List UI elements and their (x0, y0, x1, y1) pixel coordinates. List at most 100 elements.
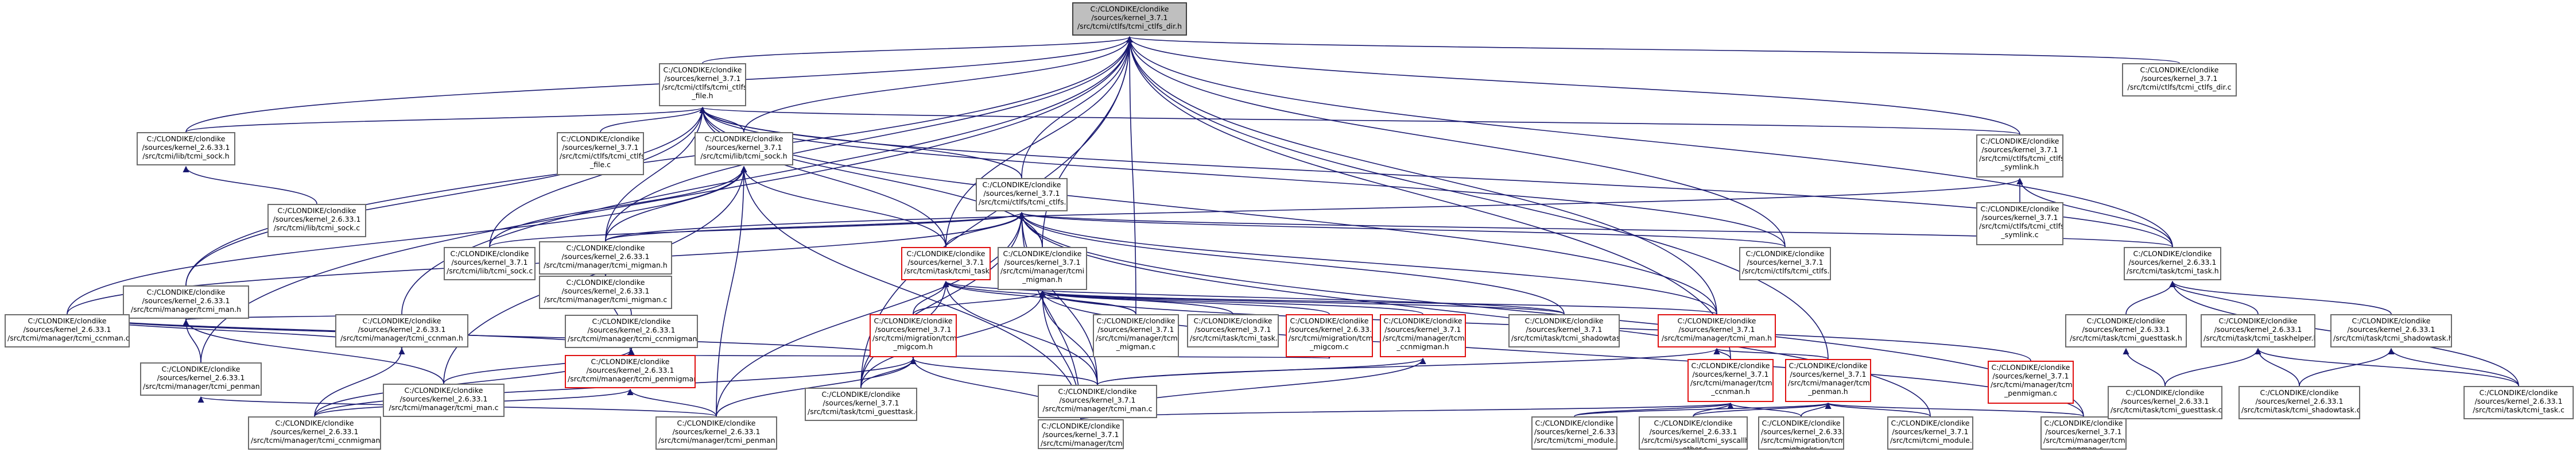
file-node-label-line: C:/CLONDIKE/clondike (1789, 361, 1868, 370)
file-node-ccnman-h-37[interactable]: C:/CLONDIKE/clondike/sources/kernel_3.7.… (1687, 359, 1774, 402)
file-node-label-line: /sources/kernel_2.6.33.1 (1761, 427, 1844, 436)
file-node-ccnmigman-h-37[interactable]: C:/CLONDIKE/clondike/sources/kernel_3.7.… (1380, 314, 1466, 357)
file-node-task-h-26[interactable]: C:/CLONDIKE/clondike/sources/kernel_2.6.… (2124, 247, 2221, 280)
file-node-label-line: /sources/kernel_3.7.1 (1384, 325, 1461, 334)
include-edge (2299, 347, 2395, 387)
file-node-man-c-26[interactable]: C:/CLONDIKE/clondike/sources/kernel_2.6.… (383, 384, 505, 417)
file-node-label-line: /sources/kernel_3.7.1 (1981, 145, 2058, 154)
include-edge (1039, 290, 1717, 315)
file-node-label-line: C:/CLONDIKE/clondike (404, 386, 483, 395)
file-node-label-line: C:/CLONDIKE/clondike (1290, 316, 1369, 325)
file-node-penmigman-c-37[interactable]: C:/CLONDIKE/clondike/sources/kernel_3.7.… (1988, 361, 2074, 404)
include-edge (740, 165, 946, 248)
include-edge (2169, 280, 2259, 315)
file-node-ccnman-h-26[interactable]: C:/CLONDIKE/clondike/sources/kernel_2.6.… (335, 314, 468, 347)
file-node-ccnmigman-h-26[interactable]: C:/CLONDIKE/clondike/sources/kernel_2.6.… (565, 315, 698, 348)
file-node-label-line: /sources/kernel_3.7.1 (1892, 427, 1969, 436)
file-node-lib-sock-h-37[interactable]: C:/CLONDIKE/clondike/sources/kernel_3.7.… (695, 132, 793, 165)
file-node-module-c-26[interactable]: C:/CLONDIKE/clondike/sources/kernel_2.6.… (1531, 416, 1617, 450)
file-node-penmigman-h-26[interactable]: C:/CLONDIKE/clondike/sources/kernel_2.6.… (565, 355, 696, 388)
file-node-shadowtask-c-26[interactable]: C:/CLONDIKE/clondike/sources/kernel_2.6.… (2239, 386, 2360, 419)
include-edge (2164, 347, 2261, 387)
file-node-task-c-37[interactable]: C:/CLONDIKE/clondike/sources/kernel_3.7.… (1187, 314, 1279, 347)
include-edge (910, 357, 1098, 385)
file-node-syscall-other-c-26[interactable]: C:/CLONDIKE/clondike/sources/kernel_2.6.… (1639, 416, 1748, 450)
file-node-lib-sock-c-37[interactable]: C:/CLONDIKE/clondike/sources/kernel_3.7.… (444, 247, 536, 280)
file-node-label-line: _symlink.c (2001, 230, 2039, 239)
file-node-label-line: C:/CLONDIKE/clondike (2140, 65, 2219, 74)
file-node-man-h-26[interactable]: C:/CLONDIKE/clondike/sources/kernel_2.6.… (123, 285, 249, 319)
include-edge (2255, 347, 2519, 387)
file-node-shadowtask-h-26[interactable]: C:/CLONDIKE/clondike/sources/kernel_2.6.… (2330, 314, 2452, 347)
file-node-guesttask-c-26[interactable]: C:/CLONDIKE/clondike/sources/kernel_2.6.… (2108, 386, 2222, 419)
include-edge (627, 388, 717, 417)
file-node-penman-c-26[interactable]: C:/CLONDIKE/clondike/sources/kernel_2.6.… (655, 416, 777, 450)
file-node-label-line: C:/CLONDIKE/clondike (2479, 388, 2558, 397)
file-node-label-line: C:/CLONDIKE/clondike (1691, 361, 1770, 370)
file-node-ctlfs-dir-c[interactable]: C:/CLONDIKE/clondike/sources/kernel_3.7.… (2122, 63, 2237, 96)
file-node-man-c-37[interactable]: C:/CLONDIKE/clondike/sources/kernel_3.7.… (1038, 385, 1157, 418)
file-node-label-line: _file.h (692, 91, 713, 100)
file-node-task-c-26[interactable]: C:/CLONDIKE/clondike/sources/kernel_2.6.… (2464, 386, 2574, 419)
file-node-taskhelper-h-26[interactable]: C:/CLONDIKE/clondike/sources/kernel_2.6.… (2201, 314, 2315, 347)
file-node-mighooks-c-26[interactable]: C:/CLONDIKE/clondike/sources/kernel_2.6.… (1758, 416, 1844, 450)
file-node-migman-h-37[interactable]: C:/CLONDIKE/clondike/sources/kernel_3.7.… (998, 247, 1087, 290)
file-node-label-line: C:/CLONDIKE/clondike (663, 65, 742, 74)
file-node-label-line: /src/tcmi/task/tcmi_task.c (2473, 405, 2565, 414)
include-edge (1039, 290, 1098, 385)
file-node-shadowtask-c-37[interactable]: C:/CLONDIKE/clondike/sources/kernel_3.7.… (1508, 314, 1620, 347)
file-node-label-line: /sources/kernel_2.6.33.1 (672, 427, 761, 436)
include-edge (1039, 290, 1423, 315)
file-node-root[interactable]: C:/CLONDIKE/clondike/sources/kernel_3.7.… (1072, 2, 1187, 36)
file-node-label-line: /src/tcmi/task/tcmi_guesttask.c (2111, 405, 2222, 414)
file-node-guesttask-c-37[interactable]: C:/CLONDIKE/clondike/sources/kernel_3.7.… (805, 388, 917, 421)
file-node-symlink-c[interactable]: C:/CLONDIKE/clondike/sources/kernel_3.7.… (1976, 202, 2063, 245)
file-node-lib-sock-h-26[interactable]: C:/CLONDIKE/clondike/sources/kernel_2.6.… (137, 132, 235, 165)
file-node-ccnman-c-37[interactable]: C:/CLONDIKE/clondike/sources/kernel_3.7.… (1038, 419, 1124, 449)
file-node-migcom-c-26[interactable]: C:/CLONDIKE/clondike/sources/kernel_2.6.… (1286, 314, 1373, 357)
file-node-ctlfs-file-c[interactable]: C:/CLONDIKE/clondike/sources/kernel_3.7.… (557, 132, 644, 175)
file-node-penman-h-37[interactable]: C:/CLONDIKE/clondike/sources/kernel_3.7.… (1785, 359, 1871, 402)
include-edge (1713, 347, 1829, 360)
edge-layer (67, 36, 2519, 420)
file-node-label-line: /sources/kernel_2.6.33.1 (587, 326, 676, 334)
include-edge (2169, 280, 2392, 315)
file-node-label-line: /src/tcmi/lib/tcmi_sock.h (700, 152, 787, 160)
file-node-lib-sock-c-26[interactable]: C:/CLONDIKE/clondike/sources/kernel_2.6.… (267, 204, 366, 237)
file-node-migman-h-26[interactable]: C:/CLONDIKE/clondike/sources/kernel_2.6.… (539, 241, 672, 275)
include-edge (1018, 211, 1717, 315)
file-node-ccnman-c-26[interactable]: C:/CLONDIKE/clondike/sources/kernel_2.6.… (5, 314, 130, 347)
include-edge (1727, 402, 1802, 417)
file-node-migman-c-26[interactable]: C:/CLONDIKE/clondike/sources/kernel_2.6.… (539, 276, 672, 309)
file-node-migman-c-37[interactable]: C:/CLONDIKE/clondike/sources/kernel_3.7.… (1093, 314, 1179, 357)
file-node-guesttask-h-26[interactable]: C:/CLONDIKE/clondike/sources/kernel_2.6.… (2065, 314, 2187, 347)
file-node-task-h-37[interactable]: C:/CLONDIKE/clondike/sources/kernel_3.7.… (901, 247, 991, 280)
include-edge (942, 280, 1098, 385)
file-node-label-line: /src/tcmi/manager/tcmi_ccnmigman.h (568, 334, 698, 343)
include-edge (600, 106, 706, 133)
file-node-label-line: /src/tcmi/ctlfs/tcmi_ctlfs (560, 152, 644, 160)
file-node-man-h-37[interactable]: C:/CLONDIKE/clondike/sources/kernel_3.7.… (1658, 314, 1776, 347)
file-node-label-line: /src/tcmi/tcmi_module.c (1890, 436, 1973, 445)
file-node-penman-c-37[interactable]: C:/CLONDIKE/clondike/sources/kernel_3.7.… (2040, 416, 2127, 450)
file-node-module-c-37[interactable]: C:/CLONDIKE/clondike/sources/kernel_3.7.… (1887, 416, 1973, 450)
file-node-ccnmigman-c-26[interactable]: C:/CLONDIKE/clondike/sources/kernel_2.6.… (248, 416, 381, 450)
file-node-label-line: _mighooks.c (1779, 445, 1824, 450)
file-node-label-line: C:/CLONDIKE/clondike (450, 249, 529, 258)
file-node-label-line: /sources/kernel_2.6.33.1 (586, 366, 674, 374)
file-node-label-line: C:/CLONDIKE/clondike (277, 206, 356, 215)
file-node-ctlfs-h[interactable]: C:/CLONDIKE/clondike/sources/kernel_3.7.… (976, 178, 1068, 211)
file-node-migcom-h-37[interactable]: C:/CLONDIKE/clondike/sources/kernel_3.7.… (870, 314, 957, 357)
file-node-label-line: /sources/kernel_3.7.1 (1992, 372, 2069, 380)
file-node-label-line: /sources/kernel_3.7.1 (1097, 325, 1174, 334)
file-node-ctlfs-c[interactable]: C:/CLONDIKE/clondike/sources/kernel_3.7.… (1739, 247, 1831, 280)
file-node-ctlfs-file-h[interactable]: C:/CLONDIKE/clondike/sources/kernel_3.7.… (659, 63, 746, 106)
file-node-label-line: _other.c (1679, 445, 1708, 450)
file-node-label-line: /sources/kernel_2.6.33.1 (1534, 427, 1617, 436)
include-edge (183, 165, 317, 204)
file-node-label-line: _penman.c (2063, 445, 2104, 450)
file-node-label-line: C:/CLONDIKE/clondike (1096, 316, 1176, 325)
file-node-symlink-h[interactable]: C:/CLONDIKE/clondike/sources/kernel_3.7.… (1976, 134, 2063, 177)
include-edge (1126, 36, 2020, 135)
file-node-penman-h-26[interactable]: C:/CLONDIKE/clondike/sources/kernel_2.6.… (140, 362, 262, 396)
